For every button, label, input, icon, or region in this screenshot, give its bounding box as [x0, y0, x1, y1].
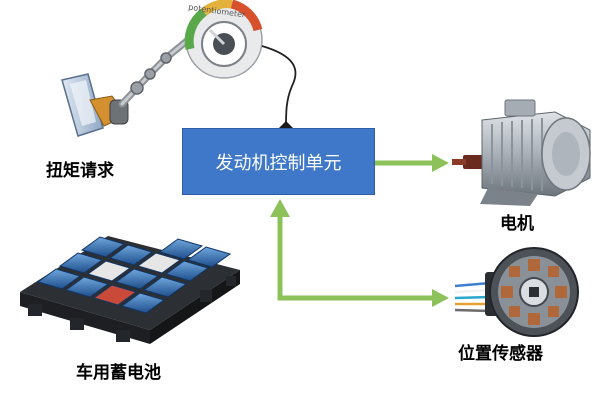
position-sensor-icon — [454, 247, 579, 337]
accelerator-pedal-icon — [61, 36, 192, 137]
torque-request-label: 扭矩请求 — [46, 161, 114, 181]
arrow-ecu-to-motor — [375, 154, 449, 172]
position-sensor-label: 位置传感器 — [458, 344, 543, 364]
battery-pack-icon — [20, 236, 240, 344]
potentiometer-dial-icon — [184, 0, 297, 129]
battery-label: 车用蓄电池 — [76, 363, 161, 383]
electric-motor-icon — [452, 99, 591, 206]
arrow-sensor-to-ecu — [270, 199, 449, 307]
motor-label: 电机 — [500, 214, 534, 234]
engine-control-unit-label: 发动机控制单元 — [215, 152, 342, 174]
engine-control-unit-box: 发动机控制单元 — [182, 128, 375, 195]
